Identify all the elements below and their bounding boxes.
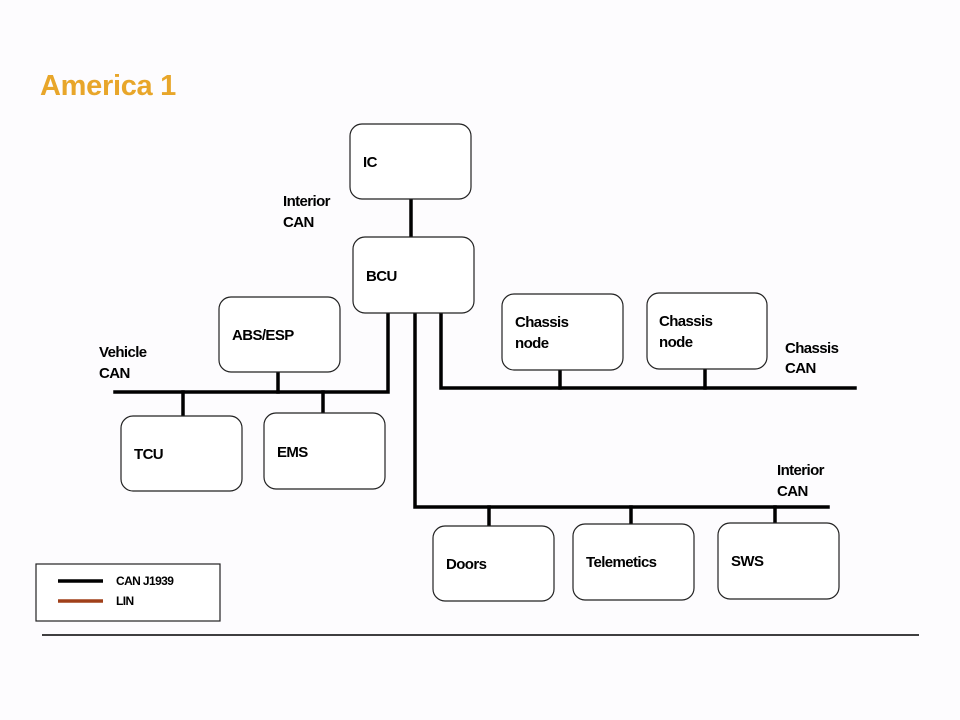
node-label-line-2: node: [659, 334, 693, 351]
bus-label-line-1: Interior: [283, 193, 331, 210]
interior-can-bus: [413, 312, 830, 509]
node-abs-esp[interactable]: ABS/ESP: [218, 296, 341, 373]
legend-label-lin: LIN: [116, 594, 134, 608]
node-label: EMS: [277, 444, 308, 461]
node-ems[interactable]: EMS: [263, 412, 386, 490]
node-tcu[interactable]: TCU: [120, 415, 243, 492]
node-ic[interactable]: IC: [349, 123, 472, 200]
node-label: TCU: [134, 446, 163, 463]
node-chassis-1[interactable]: Chassis node: [501, 293, 624, 371]
label-interior-can-bottom: Interior CAN: [777, 462, 825, 500]
node-label: BCU: [366, 268, 397, 285]
node-bcu[interactable]: BCU: [352, 236, 475, 314]
vehicle-can-bus: [113, 312, 390, 394]
node-label: ABS/ESP: [232, 327, 294, 344]
node-doors[interactable]: Doors: [432, 525, 555, 602]
bus-label-line-2: CAN: [777, 483, 808, 500]
node-label: Telemetics: [586, 554, 657, 571]
chassis-can-bus: [439, 312, 857, 390]
node-telemetics[interactable]: Telemetics: [572, 523, 695, 601]
node-label: SWS: [731, 553, 764, 570]
node-sws[interactable]: SWS: [717, 522, 840, 600]
bus-label-line-2: CAN: [99, 365, 130, 382]
bus-label-line-2: CAN: [283, 214, 314, 231]
slide-title: America 1: [40, 70, 176, 102]
node-label-line-1: Chassis: [659, 313, 713, 330]
bus-label-line-1: Chassis: [785, 340, 839, 357]
node-label: Doors: [446, 556, 487, 573]
bus-label-line-1: Interior: [777, 462, 825, 479]
legend-label-can: CAN J1939: [116, 574, 174, 588]
node-label: IC: [363, 154, 378, 171]
label-interior-can-top: Interior CAN: [283, 193, 331, 231]
node-label-line-1: Chassis: [515, 314, 569, 331]
bus-label-line-2: CAN: [785, 360, 816, 377]
bus-label-line-1: Vehicle: [99, 344, 147, 361]
legend: CAN J1939 LIN: [35, 563, 221, 622]
node-chassis-2[interactable]: Chassis node: [646, 292, 768, 370]
node-label-line-2: node: [515, 335, 549, 352]
label-vehicle-can: Vehicle CAN: [99, 344, 147, 382]
label-chassis-can: Chassis CAN: [785, 340, 839, 377]
